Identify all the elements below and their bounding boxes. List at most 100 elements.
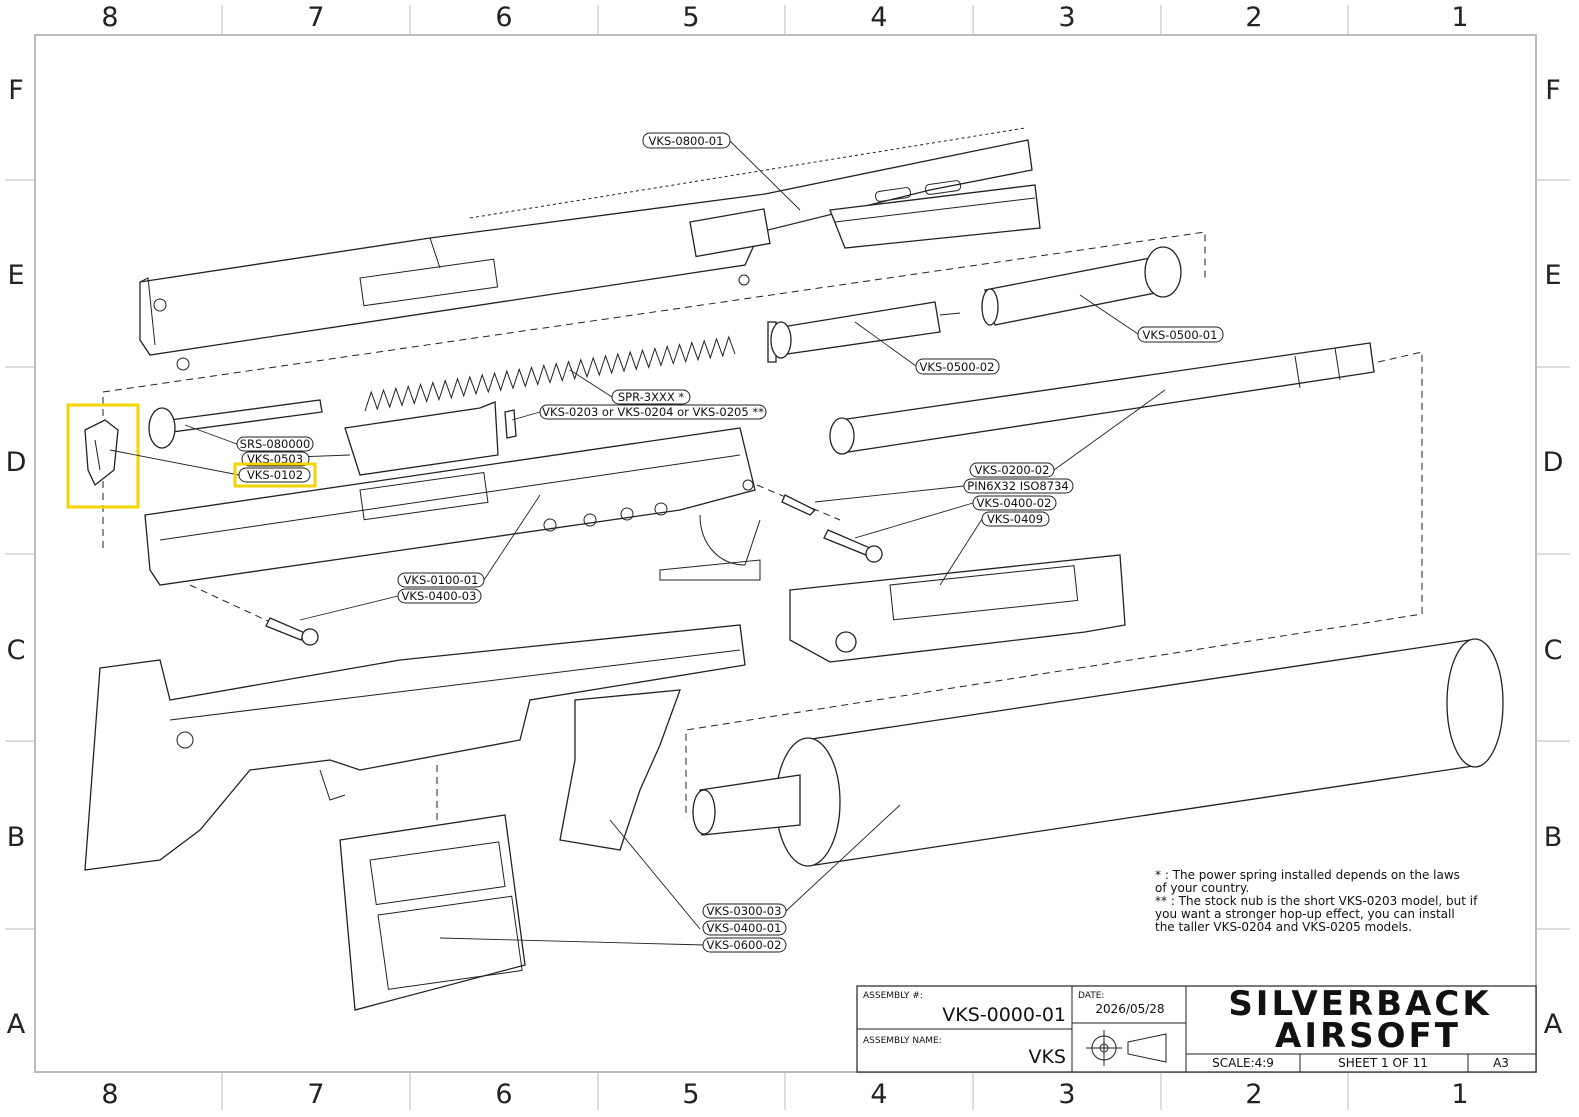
- callout-vks-0400-02: VKS-0400-02: [972, 495, 1057, 511]
- date-label: DATE:: [1078, 991, 1104, 1001]
- spring-part: [364, 335, 736, 412]
- zone-col-2-top: 2: [1245, 2, 1262, 33]
- scale-value: SCALE:4:9: [1212, 1056, 1274, 1070]
- svg-text:VKS-0500-02: VKS-0500-02: [920, 360, 995, 374]
- svg-text:VKS-0400-03: VKS-0400-03: [402, 589, 477, 603]
- zone-ticks: [5, 5, 1570, 1110]
- callout-vks-0409: VKS-0409: [981, 511, 1050, 527]
- svg-text:VKS-0400-01: VKS-0400-01: [707, 921, 782, 935]
- zone-row-e-left: E: [7, 260, 24, 291]
- svg-text:PIN6X32 ISO8734: PIN6X32 ISO8734: [967, 479, 1068, 493]
- svg-text:VKS-0200-02: VKS-0200-02: [975, 463, 1050, 477]
- assembly-notes: * : The power spring installed depends o…: [1155, 868, 1478, 934]
- lower-receiver-part: [144, 427, 761, 586]
- spring-guide-part: [148, 399, 323, 449]
- highlight-box-part: [66, 403, 140, 509]
- callout-vks-0800-01: VKS-0800-01: [642, 132, 731, 149]
- zone-col-6-bottom: 6: [495, 1079, 512, 1110]
- callout-vks-0100-01: VKS-0100-01: [397, 572, 485, 588]
- svg-text:VKS-0400-02: VKS-0400-02: [977, 496, 1052, 510]
- screw-0400-02-part: [823, 529, 883, 563]
- zone-col-8-bottom: 8: [101, 1079, 118, 1110]
- callout-vks-0203: VKS-0203 or VKS-0204 or VKS-0205 **: [539, 404, 767, 420]
- zone-row-d-left: D: [6, 447, 27, 478]
- brand-line-1: SILVERBACK: [1228, 984, 1491, 1024]
- pin-part: [781, 494, 817, 516]
- handguard-part: [789, 554, 1126, 663]
- assembly-number-label: ASSEMBLY #:: [863, 991, 923, 1001]
- svg-text:VKS-0600-02: VKS-0600-02: [707, 938, 782, 952]
- upper-receiver-part: [139, 127, 1033, 371]
- screw-0400-03-part: [265, 617, 319, 646]
- zone-row-c-right: C: [1544, 635, 1563, 666]
- zone-col-1-top: 1: [1451, 2, 1468, 33]
- callout-vks-0400-01: VKS-0400-01: [702, 920, 787, 936]
- zone-col-8-top: 8: [101, 2, 118, 33]
- note-line-3: ** : The stock nub is the short VKS-0203…: [1155, 894, 1478, 908]
- svg-text:VKS-0203 or VKS-0204 or VKS-02: VKS-0203 or VKS-0204 or VKS-0205 **: [542, 405, 764, 419]
- assembly-name: VKS: [1028, 1046, 1066, 1068]
- brand-line-2: AIRSOFT: [1275, 1016, 1461, 1056]
- grip-part: [559, 689, 681, 851]
- svg-text:VKS-0500-01: VKS-0500-01: [1143, 328, 1218, 342]
- svg-text:VKS-0100-01: VKS-0100-01: [404, 573, 479, 587]
- stock-part: [84, 624, 746, 871]
- callout-vks-0600-02: VKS-0600-02: [702, 937, 787, 953]
- note-line-4: you want a stronger hop-up effect, you c…: [1155, 907, 1455, 921]
- note-line-2: of your country.: [1155, 881, 1249, 895]
- zone-row-e-right: E: [1544, 260, 1561, 291]
- svg-text:VKS-0102: VKS-0102: [247, 468, 303, 482]
- zone-col-4-bottom: 4: [870, 1079, 887, 1110]
- suppressor-part: [692, 638, 1504, 867]
- date-value: 2026/05/28: [1095, 1002, 1164, 1016]
- zone-col-5-bottom: 5: [682, 1079, 699, 1110]
- callout-vks-0200-02: VKS-0200-02: [969, 462, 1055, 478]
- callout-vks-0400-03: VKS-0400-03: [397, 588, 482, 604]
- zone-row-a-left: A: [7, 1009, 26, 1040]
- zone-row-d-right: D: [1543, 447, 1564, 478]
- note-line-1: * : The power spring installed depends o…: [1155, 868, 1460, 882]
- projection-symbol-icon: [1086, 1030, 1167, 1066]
- zone-col-5-top: 5: [682, 2, 699, 33]
- callout-srs-080000: SRS-080000: [236, 436, 314, 452]
- zone-col-1-bottom: 1: [1451, 1079, 1468, 1110]
- callout-highlight-box: [233, 462, 317, 488]
- hop-plate-part: [344, 401, 499, 476]
- clip-part: [84, 419, 119, 487]
- zone-col-3-top: 3: [1058, 2, 1075, 33]
- zone-col-7-top: 7: [307, 2, 324, 33]
- outer-barrel-part: [829, 342, 1375, 455]
- svg-text:VKS-0300-03: VKS-0300-03: [707, 904, 782, 918]
- callout-spr-3xxx: SPR-3XXX *: [611, 389, 691, 405]
- callout-pin: PIN6X32 ISO8734: [963, 478, 1074, 494]
- sheet-value: SHEET 1 OF 11: [1338, 1056, 1428, 1070]
- callout-vks-0500-02: VKS-0500-02: [915, 358, 1000, 375]
- svg-text:VKS-0409: VKS-0409: [987, 512, 1043, 526]
- callout-vks-0102: VKS-0102: [238, 467, 311, 483]
- zone-row-c-left: C: [7, 635, 26, 666]
- zone-col-4-top: 4: [870, 2, 887, 33]
- assembly-name-label: ASSEMBLY NAME:: [863, 1036, 942, 1046]
- svg-text:SPR-3XXX *: SPR-3XXX *: [618, 390, 685, 404]
- svg-text:SRS-080000: SRS-080000: [240, 437, 311, 451]
- svg-text:VKS-0800-01: VKS-0800-01: [649, 134, 724, 148]
- assembly-number: VKS-0000-01: [942, 1004, 1066, 1026]
- note-line-5: the taller VKS-0204 and VKS-0205 models.: [1155, 920, 1412, 934]
- top-rail-part: [829, 180, 1041, 249]
- cylinder-part: [981, 246, 1182, 326]
- title-block: ASSEMBLY #: VKS-0000-01 DATE: 2026/05/28…: [856, 984, 1537, 1073]
- magazine-part: [339, 814, 526, 1011]
- zone-row-a-right: A: [1544, 1009, 1563, 1040]
- piston-assembly-part: [767, 301, 961, 363]
- zone-row-b-right: B: [1544, 822, 1563, 853]
- zone-row-b-left: B: [7, 822, 26, 853]
- zone-col-6-top: 6: [495, 2, 512, 33]
- paper-size: A3: [1493, 1056, 1509, 1070]
- callout-vks-0500-01: VKS-0500-01: [1137, 326, 1224, 343]
- callout-vks-0300-03: VKS-0300-03: [702, 903, 787, 919]
- zone-col-2-bottom: 2: [1245, 1079, 1262, 1110]
- zone-row-f-left: F: [8, 75, 24, 106]
- zone-row-f-right: F: [1545, 75, 1561, 106]
- stock-nub-part: [504, 409, 517, 439]
